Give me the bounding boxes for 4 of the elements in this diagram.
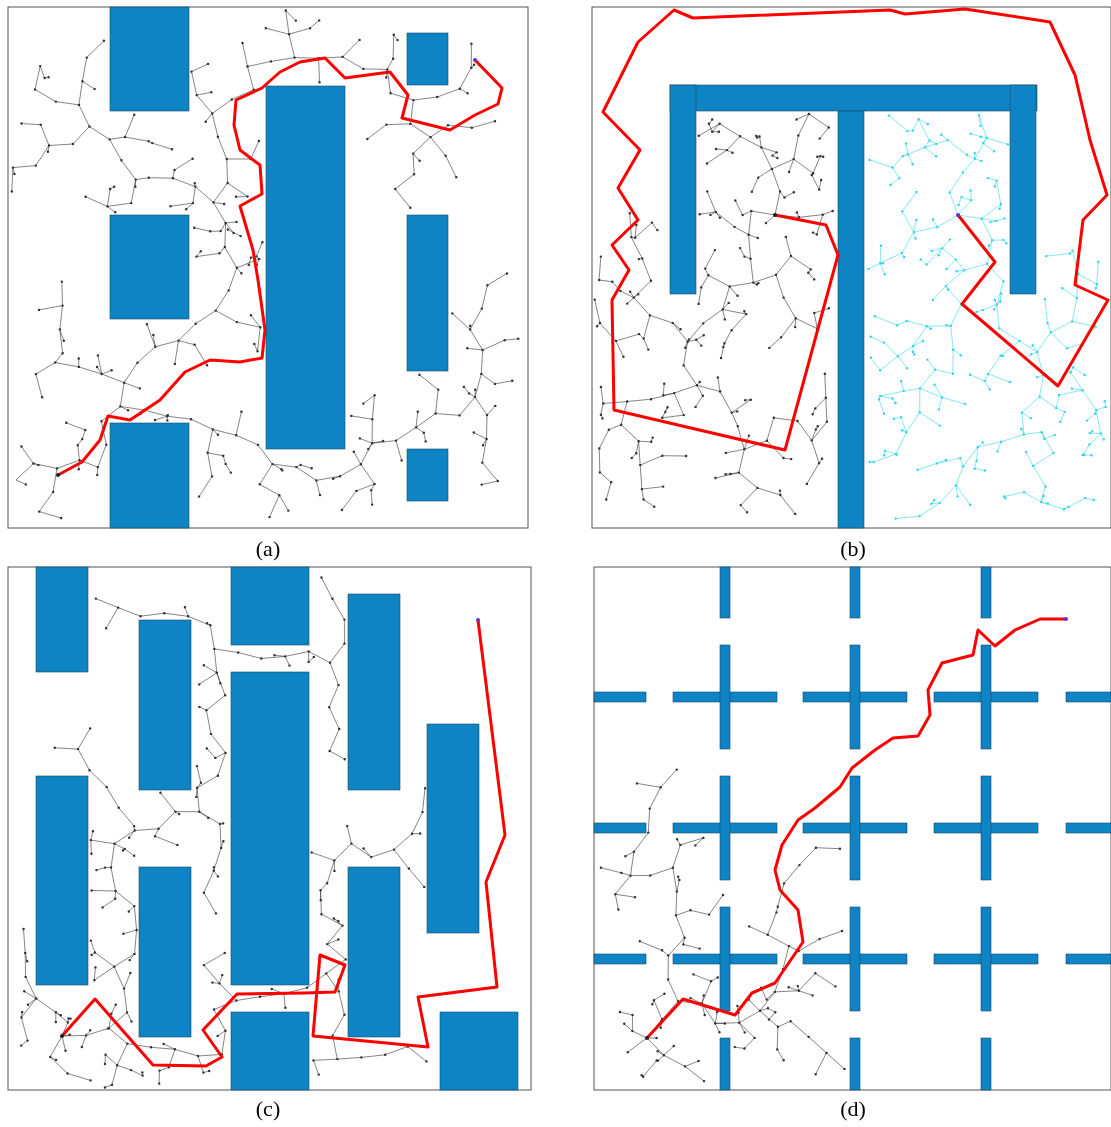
panel-caption: (b) bbox=[840, 536, 866, 562]
panel-caption: (a) bbox=[255, 536, 281, 562]
panel-caption: (c) bbox=[255, 1096, 281, 1122]
panel-caption: (d) bbox=[840, 1096, 866, 1122]
